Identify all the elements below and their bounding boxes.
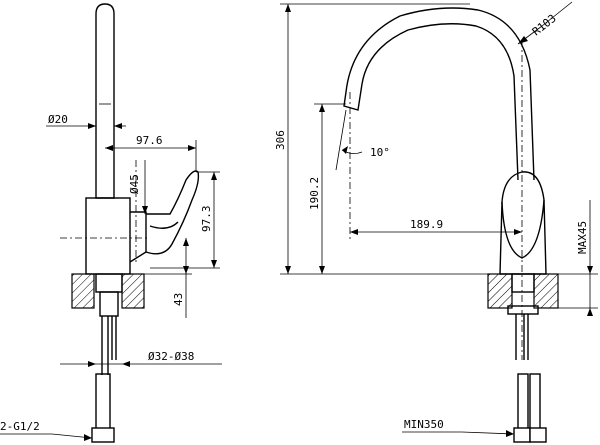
dim-base-height: 43 — [172, 293, 185, 306]
angle-line — [335, 109, 347, 171]
dim-spout-angle: 10° — [370, 146, 390, 159]
front-nut-b — [529, 427, 547, 443]
vertical-pipe — [95, 3, 115, 199]
dim-spout-reach: 189.9 — [410, 218, 443, 231]
dim-pipe-diameter: Ø20 — [48, 113, 68, 126]
flex-hose — [95, 373, 111, 431]
front-flex-hose-a — [517, 373, 529, 431]
front-handle — [501, 199, 545, 259]
dim-total-height: 306 — [274, 130, 287, 150]
body-neck — [129, 211, 147, 263]
mounting-shank — [95, 273, 123, 293]
spout-outer — [345, 7, 535, 181]
dim-handle-diameter: Ø45 — [128, 174, 141, 194]
shank-nut — [99, 291, 119, 317]
countertop-right — [121, 273, 145, 309]
front-body — [499, 171, 547, 275]
spout-inner — [361, 23, 519, 181]
front-countertop-left — [487, 273, 513, 309]
front-countertop-right — [533, 273, 559, 309]
faucet-body — [85, 197, 131, 275]
front-nut-a — [513, 427, 531, 443]
spout-tip — [343, 83, 363, 111]
lever-handle — [145, 170, 200, 255]
dim-min-hose: MIN350 — [404, 418, 444, 431]
dim-handle-reach: 97.6 — [136, 134, 163, 147]
right-view: R103 306 190.2 10° 189.9 MAX45 — [274, 1, 598, 443]
countertop-left — [71, 273, 95, 309]
front-shank — [511, 273, 535, 293]
dim-max-thickness: MAX45 — [576, 221, 589, 254]
hose-nut — [91, 427, 115, 443]
dim-hole-diameter: Ø32-Ø38 — [148, 350, 194, 363]
min-hose-leader — [461, 431, 515, 435]
left-view: Ø20 97.6 Ø45 97.3 43 Ø32-Ø38 2-G1/2 — [0, 3, 222, 443]
front-washer — [507, 305, 539, 315]
dim-spout-height: 190.2 — [308, 177, 321, 210]
handle-line — [149, 221, 179, 229]
dim-thread: 2-G1/2 — [0, 420, 40, 433]
front-flex-hose-b — [529, 373, 541, 431]
dim-handle-height: 97.3 — [200, 206, 213, 233]
